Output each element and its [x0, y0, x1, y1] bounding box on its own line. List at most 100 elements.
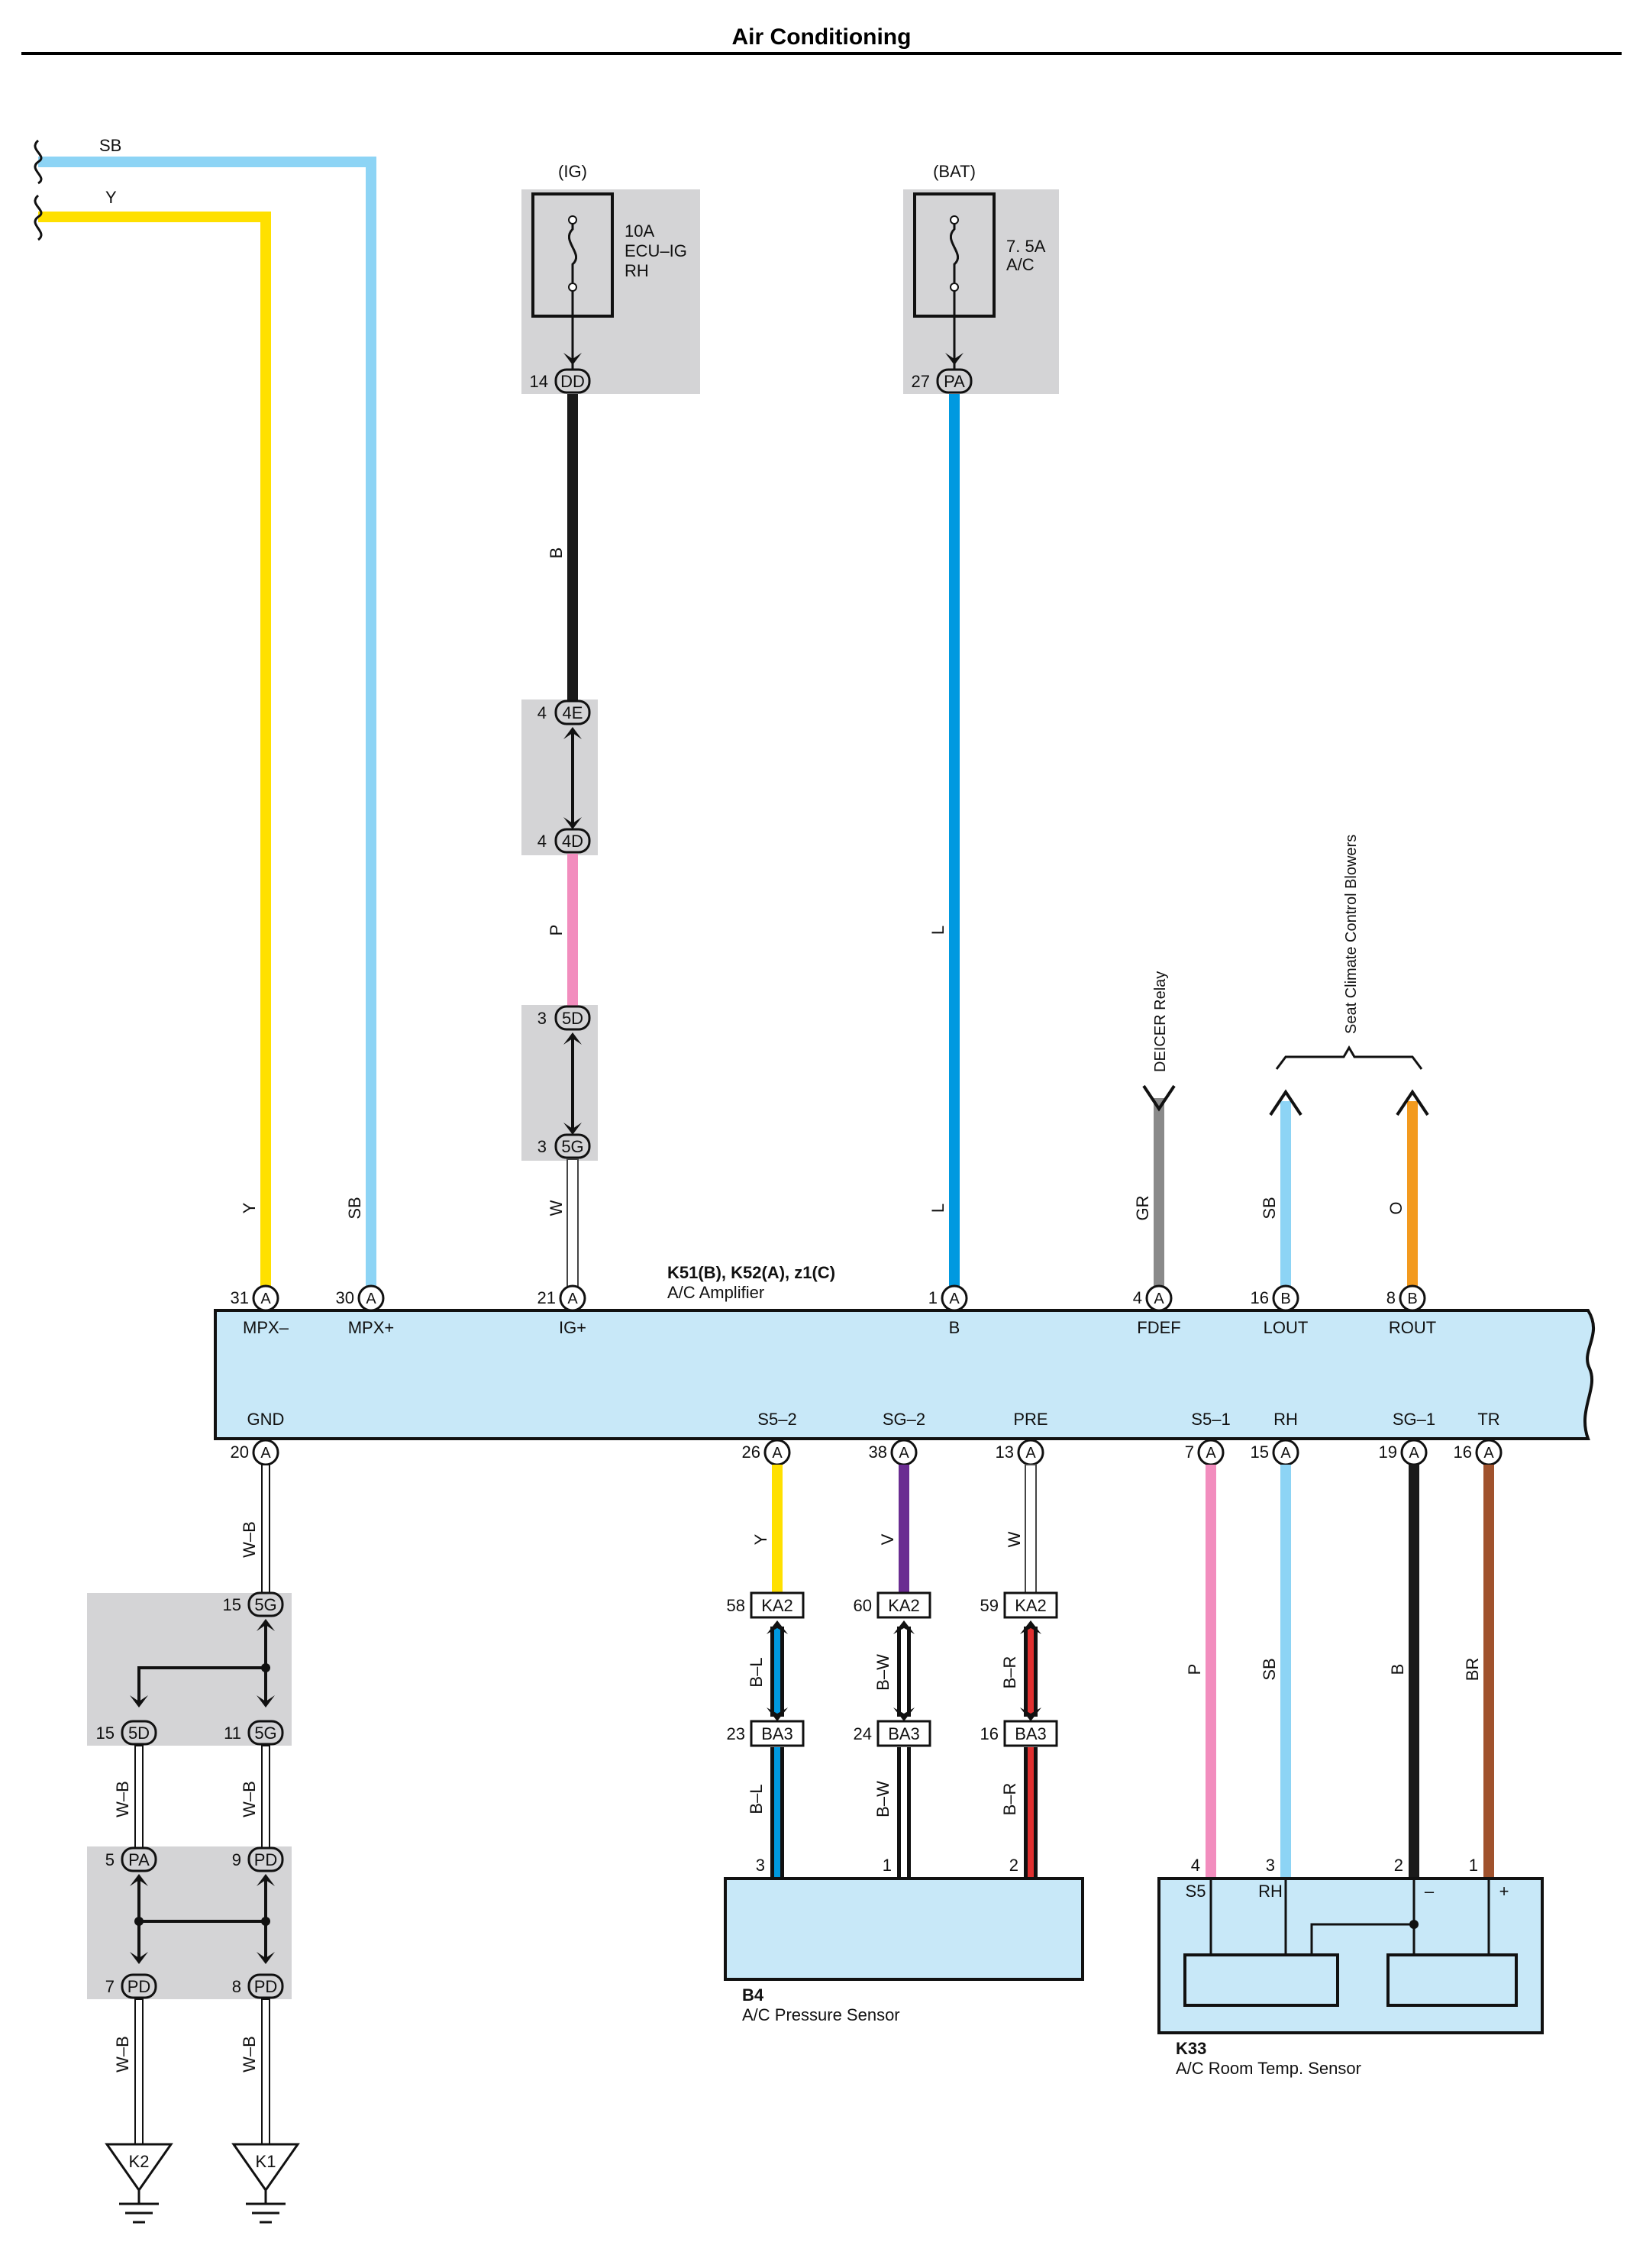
- fuse-ig-arrow: [563, 353, 582, 365]
- amp-top-pin-4-number: 4: [1133, 1288, 1142, 1307]
- fuse-bat-name: A/C: [1006, 255, 1035, 274]
- ground-k2-symbol: [119, 2190, 159, 2224]
- room-sensor-element-right: [1386, 1953, 1518, 2007]
- connector-5g-gnd: [247, 1591, 284, 1617]
- connector-pa-label: PA: [944, 372, 965, 391]
- connector-5g-pin: 3: [537, 1137, 547, 1156]
- deicer-relay-label: DEICER Relay: [1152, 971, 1169, 1072]
- gnd-wire-c: [134, 1998, 144, 2145]
- connector-pd-gnd-2: [121, 1973, 157, 1999]
- amp-top-pin-1-terminal: MPX+: [348, 1318, 395, 1337]
- pre-wire: [1025, 1464, 1037, 1594]
- pressure-ba-pin-0: 23: [727, 1724, 745, 1743]
- amp-top-pin-0-conn: A: [260, 1291, 271, 1307]
- connector-dd-pin: 14: [530, 372, 548, 391]
- ground-k1-symbol: [246, 2190, 286, 2224]
- amp-top-wire-label-5: SB: [1260, 1197, 1279, 1219]
- amp-bottom-pin-6-conn: A: [1409, 1445, 1419, 1462]
- connector-pd-gnd-1-pin: 9: [232, 1850, 241, 1869]
- pressure-ka-box-1: [876, 1591, 931, 1619]
- amp-bottom-wire-label-5: SB: [1260, 1658, 1279, 1680]
- junction-5-arrows: [563, 1032, 582, 1135]
- room-sensor-pin-3: 1: [1469, 1856, 1478, 1875]
- amp-top-pin-5-conn: B: [1280, 1291, 1290, 1307]
- gnd-junction-node-1: [261, 1663, 270, 1672]
- gnd-wire-d-label: W–B: [240, 2036, 259, 2073]
- pressure-wire-core-2: [1028, 1747, 1034, 1879]
- amp-top-pin-1-circle: [357, 1284, 385, 1312]
- pressure-ba-label-0: BA3: [761, 1724, 793, 1743]
- room-sensor-internal-wiring: [1209, 1879, 1490, 1955]
- junction-4-arrows: [563, 727, 582, 829]
- connector-5d-gnd: [121, 1720, 157, 1746]
- pressure-wire-label-0: B–L: [747, 1784, 766, 1814]
- page-title: Air Conditioning: [732, 24, 912, 50]
- amp-top-pin-2-number: 21: [537, 1288, 556, 1307]
- pressure-wire-core-1: [901, 1747, 907, 1879]
- pressure-wire-label-2: B–R: [1000, 1783, 1019, 1816]
- amp-top-pin-3-number: 1: [928, 1288, 938, 1307]
- amp-bottom-pin-0-terminal: GND: [247, 1410, 285, 1429]
- fuse-bat-shade: [903, 189, 1059, 394]
- amp-bottom-pin-6-number: 19: [1379, 1443, 1397, 1462]
- pressure-wire-core-0: [774, 1747, 780, 1879]
- pressure-ba-label-2: BA3: [1015, 1724, 1047, 1743]
- pressure-ka-label-1: KA2: [888, 1596, 920, 1615]
- junction-5d-5g-shade: [521, 1005, 598, 1161]
- amp-top-pin-6-terminal: ROUT: [1389, 1318, 1436, 1337]
- room-sensor-pin-1: 3: [1266, 1856, 1275, 1875]
- connector-pd-gnd-1-label: PD: [254, 1850, 278, 1869]
- pressure-ka-pin-1: 60: [854, 1596, 872, 1615]
- pressure-ka-pin-2: 59: [980, 1596, 999, 1615]
- amp-bottom-pin-5-number: 15: [1251, 1443, 1269, 1462]
- room-sensor-term-1: RH: [1258, 1882, 1283, 1901]
- fuse-ig-source: (IG): [558, 162, 587, 181]
- amp-bottom-wire-label-3: W: [1005, 1531, 1024, 1547]
- pressure-shield-core-2: [1028, 1627, 1034, 1717]
- gnd-wire: [261, 1464, 270, 1594]
- amp-top-pin-1-number: 30: [336, 1288, 354, 1307]
- amp-bottom-pin-3-conn: A: [1025, 1445, 1036, 1462]
- seat-blowers-brace: [1275, 1045, 1423, 1070]
- amp-bottom-pin-1-number: 26: [742, 1443, 760, 1462]
- gnd-wire-a-label: W–B: [113, 1781, 132, 1817]
- pressure-shield-label-2: B–R: [1000, 1656, 1019, 1689]
- amp-top-pin-2-circle: [559, 1284, 586, 1312]
- room-sensor-element-left: [1183, 1953, 1339, 2007]
- connector-4e-pin: 4: [537, 703, 547, 722]
- connector-4d: [554, 828, 591, 854]
- amp-bottom-pin-0-conn: A: [260, 1445, 271, 1462]
- amp-top-pin-4-conn: A: [1154, 1291, 1164, 1307]
- bat-wire-l-label: L: [928, 926, 947, 935]
- pressure-sensor-desc: A/C Pressure Sensor: [742, 2005, 900, 2024]
- rout-arrow: [1396, 1089, 1429, 1116]
- amp-top-pin-5-terminal: LOUT: [1264, 1318, 1309, 1337]
- pressure-wire-label-1: B–W: [873, 1781, 893, 1817]
- connector-5d-pin: 3: [537, 1009, 547, 1028]
- ground-k2-label: K2: [129, 2152, 150, 2171]
- pressure-ba-label-1: BA3: [888, 1724, 920, 1743]
- fuse-ig-top-node: [568, 215, 577, 225]
- pressure-shield-label-0: B–L: [747, 1657, 766, 1687]
- room-sensor-pin-0: 4: [1191, 1856, 1200, 1875]
- amp-bottom-pin-1-terminal: S5–2: [757, 1410, 796, 1429]
- fdef-arrow: [1142, 1084, 1176, 1112]
- amplifier-top-pins: A31MPX–A30MPX+A21IG+A1BA4FDEFB16LOUTB8RO…: [231, 1284, 1436, 1337]
- amp-bottom-pin-7-terminal: TR: [1477, 1410, 1499, 1429]
- amp-top-pin-0-terminal: MPX–: [243, 1318, 289, 1337]
- lout-arrow: [1269, 1089, 1302, 1116]
- fuse-bat-bot-node: [950, 283, 959, 292]
- pressure-sensor-pin-2: 2: [1009, 1856, 1018, 1875]
- connector-5g-gnd-2-pin: 11: [224, 1724, 241, 1743]
- amp-top-pin-6-number: 8: [1386, 1288, 1396, 1307]
- pressure-ba-pin-2: 16: [980, 1724, 999, 1743]
- room-sensor-pin-2: 2: [1394, 1856, 1403, 1875]
- connector-5g-gnd-pin: 15: [223, 1595, 241, 1614]
- connector-pa-pin: 27: [912, 372, 930, 391]
- amp-bottom-pin-3-terminal: PRE: [1013, 1410, 1047, 1429]
- connector-pd-gnd-2-pin: 7: [105, 1977, 115, 1996]
- amp-top-wire-label-4: GR: [1133, 1196, 1152, 1221]
- connector-4e-label: 4E: [563, 703, 583, 722]
